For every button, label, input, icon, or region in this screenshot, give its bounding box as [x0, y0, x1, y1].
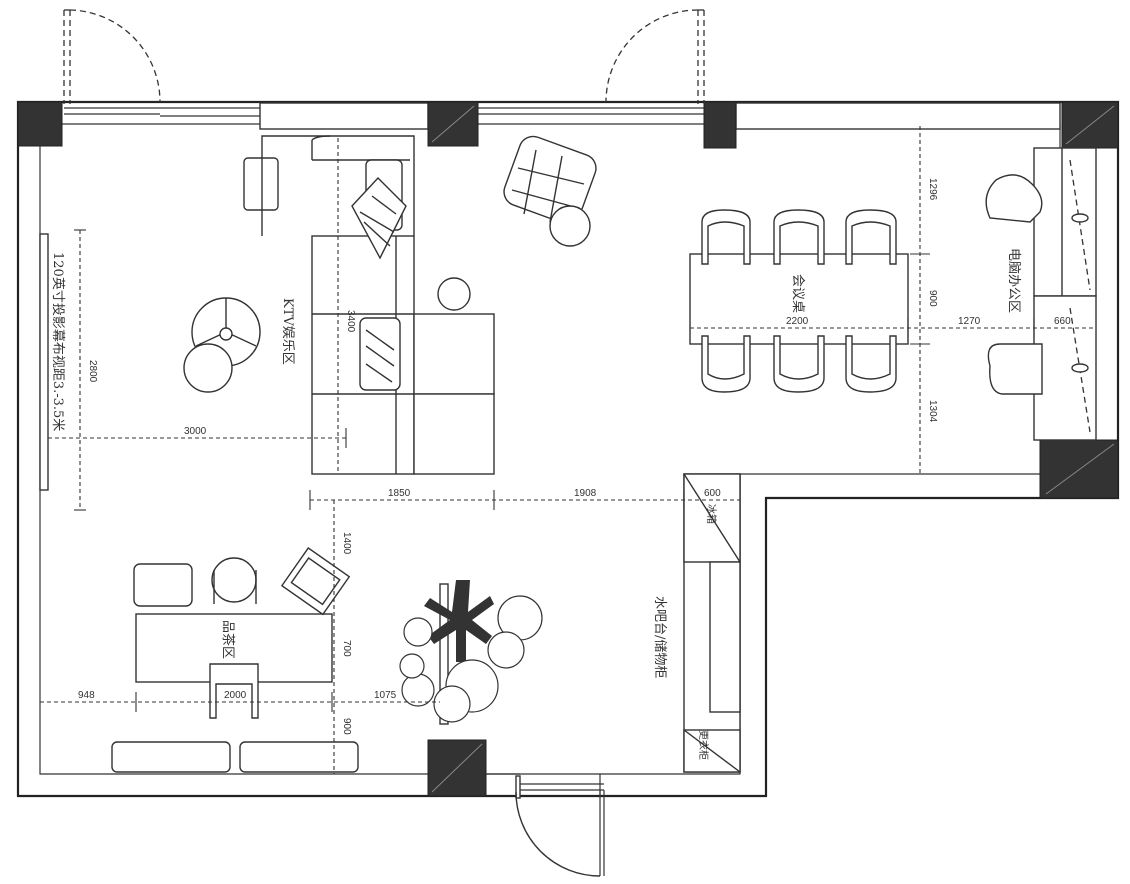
bench-2: [239, 741, 359, 773]
label-bar-storage: 水吧台/储物柜: [652, 596, 667, 678]
entry-door-bottom[interactable]: [486, 773, 605, 877]
pillow-2: [359, 317, 401, 391]
dim-900-bottom: 900: [341, 718, 352, 735]
stool-tea: [133, 563, 193, 607]
bar-storage-area: [683, 473, 741, 773]
coffee-table-2: [413, 393, 495, 475]
label-computer-office: 电脑办公区: [1006, 248, 1021, 313]
coffee-table: [413, 313, 495, 395]
dim-1850: 1850: [388, 488, 411, 499]
label-fridge: 冰箱: [705, 504, 718, 524]
label-tea: 品茶区: [220, 620, 236, 659]
dim-900-meeting: 900: [927, 290, 938, 307]
office-chair-bottom: [987, 343, 1043, 395]
tea-area: [111, 547, 359, 773]
top-windows: [64, 102, 1061, 130]
dim-700: 700: [341, 640, 352, 657]
projection-screen: [39, 233, 49, 491]
meeting-table: [689, 253, 909, 345]
bar-counter: [709, 561, 741, 713]
office-chair-top: [985, 174, 1043, 223]
armchair-ktv: [243, 157, 279, 211]
dim-600: 600: [704, 488, 721, 499]
column-top-left: [17, 101, 63, 147]
dimension-lines: [40, 126, 1096, 774]
door-top-left[interactable]: [63, 9, 161, 104]
plant-divider: [399, 580, 543, 725]
label-meeting: 会议桌: [790, 274, 805, 313]
label-ktv: KTV娱乐区: [280, 298, 295, 365]
dim-948: 948: [78, 690, 95, 701]
dim-3400: 3400: [345, 310, 356, 333]
dim-2200: 2200: [786, 316, 809, 327]
ktv-area: [183, 135, 597, 475]
tea-chair-top: [211, 557, 257, 604]
door-top-right[interactable]: [605, 9, 705, 104]
dim-1270: 1270: [958, 316, 981, 327]
lounge-chair-top: [503, 135, 597, 247]
dim-1400: 1400: [341, 532, 352, 555]
bench-1: [111, 741, 231, 773]
label-locker: 更衣柜: [697, 730, 710, 760]
meeting-area: [689, 209, 909, 393]
stool: [437, 277, 471, 311]
dim-1304: 1304: [927, 400, 938, 423]
dim-2000: 2000: [224, 690, 247, 701]
tea-armchair: [280, 547, 351, 616]
column-top-right-mid: [703, 101, 737, 149]
dim-1075: 1075: [374, 690, 397, 701]
desk-top: [1033, 147, 1097, 297]
pillow: [351, 176, 407, 260]
meeting-chairs: [701, 209, 897, 393]
round-chair: [183, 297, 261, 393]
dim-3000: 3000: [184, 426, 207, 437]
label-projection: 120英寸投影幕布视距3.-3.5米: [50, 252, 66, 431]
computer-office-area: [985, 147, 1097, 441]
dim-1908: 1908: [574, 488, 597, 499]
dim-660: 660: [1054, 316, 1071, 327]
tea-chair-bottom: [209, 663, 259, 719]
structural-columns: [17, 101, 1119, 797]
tree-icon: [424, 580, 494, 662]
dim-1296: 1296: [927, 178, 938, 201]
dim-2800: 2800: [87, 360, 98, 383]
